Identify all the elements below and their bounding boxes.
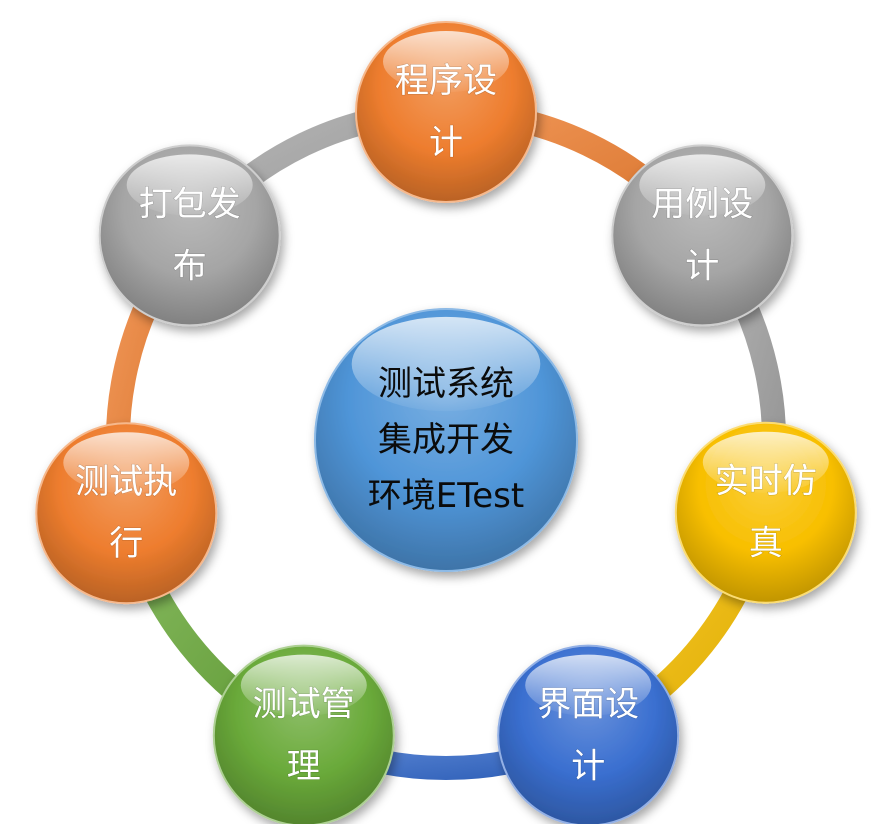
- node-highlight: [639, 154, 766, 216]
- node-label-line: 布: [173, 246, 207, 286]
- center-label-line: 环境ETest: [368, 476, 524, 516]
- node-highlight: [240, 654, 367, 716]
- center-label-line: 集成开发: [378, 420, 514, 460]
- node-label-line: 理: [287, 747, 321, 787]
- node-label-line: 真: [749, 524, 783, 564]
- node-label-line: 界面设: [537, 685, 639, 725]
- node-highlight: [383, 30, 509, 93]
- node-label-line: 计: [571, 747, 605, 787]
- node-label-line: 计: [685, 246, 719, 286]
- node-label-line: 行: [109, 524, 143, 564]
- node-label-line: 用例设: [651, 184, 753, 224]
- node-highlight: [126, 154, 253, 216]
- node-highlight: [702, 431, 829, 493]
- node-highlight: [525, 654, 652, 716]
- node-label-line: 测试执: [75, 462, 177, 502]
- center-label-line: 测试系统: [378, 364, 514, 404]
- node-label-line: 程序设: [395, 61, 497, 101]
- node-label-line: 测试管: [253, 685, 355, 725]
- node-highlight: [63, 432, 190, 494]
- node-label-line: 打包发: [139, 184, 241, 224]
- center-highlight: [351, 316, 541, 412]
- node-label-line: 实时仿: [715, 462, 817, 502]
- node-label-line: 计: [429, 123, 463, 163]
